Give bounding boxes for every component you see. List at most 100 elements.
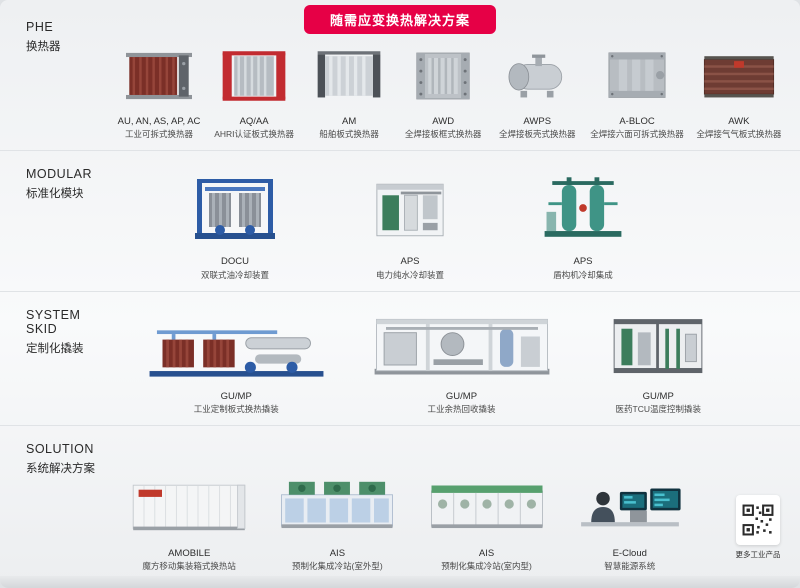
section-label: SYSTEM SKID 定制化撬装	[0, 292, 106, 426]
phe-gasketed-illustration	[117, 41, 201, 109]
product-name: AWK	[728, 115, 750, 127]
product-card: APS 盾构机冷却集成	[535, 163, 631, 281]
product-card: GU/MP 医药TCU温度控制撬装	[594, 306, 722, 416]
product-desc: 全焊接板壳式换热器	[498, 129, 576, 140]
product-image	[364, 171, 456, 249]
product-card: AWK 全焊接气气板式换热器	[695, 41, 783, 141]
product-card: AIS 预制化集成冷站(室外型)	[272, 465, 402, 573]
aps-tbm-illustration	[535, 163, 631, 249]
awk-illustration	[695, 41, 783, 109]
product-card: AM 船舶板式换热器	[307, 41, 391, 141]
product-name: E-Cloud	[612, 547, 647, 559]
product-image	[307, 43, 391, 109]
product-image	[495, 43, 579, 109]
section: PHE 换热器 AU, AN, AS, AP, AC 工业可拆式换热器 AQ/A…	[0, 0, 800, 150]
product-card: APS 电力纯水冷却装置	[364, 163, 456, 281]
container-illustration	[125, 465, 253, 541]
product-card: A-BLOC 全焊接六面可拆式换热器	[590, 41, 684, 141]
section-title-zh: 换热器	[26, 41, 61, 53]
product-name: AIS	[478, 547, 495, 559]
product-desc: 双联式油冷却装置	[200, 269, 269, 280]
product-card: AWPS 全焊接板壳式换热器	[495, 41, 579, 141]
section-title-zh: 定制化撬装	[26, 342, 84, 355]
product-list: AU, AN, AS, AP, AC 工业可拆式换热器 AQ/AA AHRI认证…	[106, 0, 800, 150]
product-desc: 预制化集成冷站(室外型)	[292, 561, 383, 572]
product-desc: 工业可拆式换热器	[125, 129, 194, 140]
product-desc: 全焊接板框式换热器	[404, 129, 482, 140]
qr-caption: 更多工业产品	[735, 550, 781, 559]
product-list: AMOBILE 魔方移动集装箱式换热站 AIS 预制化集成冷站(室外型) AIS…	[106, 426, 800, 584]
product-card: GU/MP 工业定制板式换热撬装	[144, 306, 329, 416]
product-card: DOCU 双联式油冷却装置	[185, 163, 285, 281]
product-card: AQ/AA AHRI认证板式换热器	[212, 41, 296, 141]
section-title-zh: 系统解决方案	[26, 463, 95, 475]
product-name: DOCU	[221, 256, 249, 267]
product-image	[367, 308, 557, 384]
product-desc: 船舶板式换热器	[319, 129, 379, 140]
product-desc: 预制化集成冷站(室内型)	[441, 561, 532, 572]
product-image	[212, 43, 296, 109]
product-name: AIS	[329, 547, 346, 559]
section-title-en: PHE	[26, 20, 54, 34]
product-image	[695, 43, 783, 109]
product-image	[422, 467, 552, 541]
section-title-en: SYSTEM SKID	[26, 307, 81, 336]
product-image	[594, 310, 722, 384]
skid-plate-illustration	[144, 306, 329, 384]
aps-water-illustration	[364, 163, 456, 249]
section-label: PHE 换热器	[0, 0, 106, 150]
qr-card	[736, 495, 780, 545]
product-name: AM	[342, 115, 357, 127]
section-label: SOLUTION 系统解决方案	[0, 426, 106, 584]
product-card: AIS 预制化集成冷站(室内型)	[422, 465, 552, 573]
product-desc: 盾构机冷却集成	[553, 269, 613, 280]
product-desc: 医药TCU温度控制撬装	[615, 404, 701, 415]
product-desc: AHRI认证板式换热器	[214, 129, 294, 140]
qr-code-icon	[742, 504, 774, 536]
product-image	[272, 467, 402, 541]
product-desc: 全焊接气气板式换热器	[696, 129, 782, 140]
skid-heat-illustration	[367, 306, 557, 384]
product-image	[117, 43, 201, 109]
section-title-en: SOLUTION	[26, 442, 94, 456]
product-desc: 电力纯水冷却装置	[375, 269, 444, 280]
product-image	[144, 310, 329, 384]
section-label: MODULAR 标准化模块	[0, 151, 106, 291]
qr-block: 更多工业产品	[732, 495, 784, 560]
ais-indoor-illustration	[422, 465, 552, 541]
product-image	[125, 469, 253, 541]
product-name: APS	[573, 256, 593, 267]
section: SYSTEM SKID 定制化撬装 GU/MP 工业定制板式换热撬装 GU/MP…	[0, 290, 800, 426]
page-title: 随需应变换热解决方案	[303, 5, 497, 34]
product-desc: 智慧能源系统	[604, 561, 656, 572]
phe-red-illustration	[212, 41, 296, 109]
abloc-illustration	[595, 41, 679, 109]
product-list: DOCU 双联式油冷却装置 APS 电力纯水冷却装置 APS 盾构机冷却集成	[106, 151, 800, 291]
product-name: AWPS	[523, 115, 552, 127]
product-name: AU, AN, AS, AP, AC	[117, 115, 201, 127]
skid-tcu-illustration	[594, 306, 722, 384]
product-desc: 工业定制板式换热撬装	[193, 404, 279, 415]
product-desc: 工业余热回收撬装	[427, 404, 496, 415]
product-image	[595, 43, 679, 109]
awd-illustration	[402, 41, 484, 109]
ecloud-illustration	[571, 465, 689, 541]
product-desc: 魔方移动集装箱式换热站	[142, 561, 236, 572]
product-name: AMOBILE	[168, 547, 211, 559]
awps-illustration	[495, 41, 579, 109]
footer-strip	[0, 576, 800, 588]
section-title-en: MODULAR	[26, 167, 93, 181]
product-image	[535, 167, 631, 249]
product-card: AWD 全焊接板框式换热器	[402, 41, 484, 141]
product-name: GU/MP	[220, 390, 252, 402]
product-card: AU, AN, AS, AP, AC 工业可拆式换热器	[117, 41, 201, 141]
product-name: GU/MP	[445, 390, 478, 402]
product-image	[185, 165, 285, 249]
section: MODULAR 标准化模块 DOCU 双联式油冷却装置 APS 电力纯水冷却装置…	[0, 150, 800, 291]
ais-outdoor-illustration	[272, 465, 402, 541]
section-title-zh: 标准化模块	[26, 188, 84, 200]
product-card: E-Cloud 智慧能源系统	[571, 465, 689, 573]
product-image	[402, 43, 484, 109]
